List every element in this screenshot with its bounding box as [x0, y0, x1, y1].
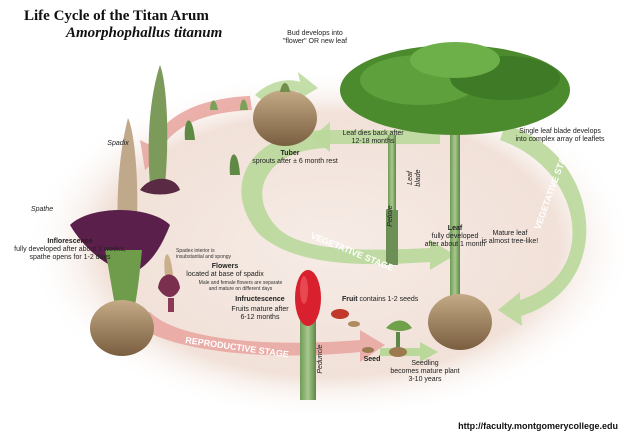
reproductive-arrow — [130, 312, 385, 362]
vegetative-arrow — [498, 125, 587, 326]
infructescence — [295, 270, 321, 400]
inflorescence-plant — [70, 118, 170, 305]
tuber-title: Tuber — [280, 150, 300, 157]
spadix-label: Spadix — [107, 140, 129, 147]
mature-leaf-tree — [340, 42, 570, 305]
infructescence-text: Fruits mature after 6-12 months — [231, 306, 289, 321]
fruit-label: Fruit contains 1-2 seeds — [342, 296, 419, 303]
flower-detail — [158, 254, 180, 312]
tuber-text: sprouts after ± 6 month rest — [252, 158, 338, 165]
seedling-label: Seedling becomes mature plant 3-10 years — [390, 360, 460, 383]
page-subtitle: Amorphophallus titanum — [66, 25, 223, 41]
leaf-blade-label: Leaf blade — [407, 169, 422, 187]
single-leaf-label: Single leaf blade develops into complex … — [515, 128, 605, 143]
tuber-bottom-right — [428, 294, 492, 350]
inflorescence-text: fully developed after about 2 weeks; spa… — [14, 246, 126, 261]
tuber-top — [253, 83, 317, 146]
spathe-label: Spathe — [30, 206, 54, 213]
spadix-plant — [140, 65, 180, 195]
peduncle-label: Peduncle — [317, 344, 324, 374]
infructescence-title: Infructescence — [235, 296, 285, 303]
page-title: Life Cycle of the Titan Arum — [24, 8, 209, 24]
leaf-dies-label: Leaf dies back after 12-18 months — [342, 130, 404, 145]
flowers-title: Flowers — [211, 263, 239, 270]
seedling-arrow — [380, 342, 438, 362]
inflorescence-title: Inflorescence — [47, 238, 93, 245]
spadix-interior-label: Spadex interior is insubstantial and spo… — [176, 248, 232, 260]
leaf-text: fully developed after about 1 month — [424, 233, 486, 248]
source-url: http://faculty.montgomerycollege.edu — [458, 421, 618, 431]
leaf-title: Leaf — [447, 225, 463, 232]
tuber-bottom-left — [90, 300, 154, 356]
vegetative-inner-arrow — [241, 130, 455, 270]
leaf-dies-arrow — [312, 122, 440, 152]
male-female-label: Male and female flowers are separate and… — [198, 280, 283, 292]
young-leaf — [386, 135, 398, 265]
fruit-seed — [331, 309, 374, 353]
seedling — [386, 320, 412, 357]
seed-label: Seed — [363, 356, 381, 363]
mature-leaf-label: Mature leaf is almost tree-like! — [481, 230, 539, 245]
flowers-text: located at base of spadix — [186, 271, 264, 278]
bud-sprouts — [184, 99, 248, 175]
bud-label: Bud develops into "flower" OR new leaf — [282, 30, 348, 45]
petiole-label: Petiole — [387, 205, 394, 227]
